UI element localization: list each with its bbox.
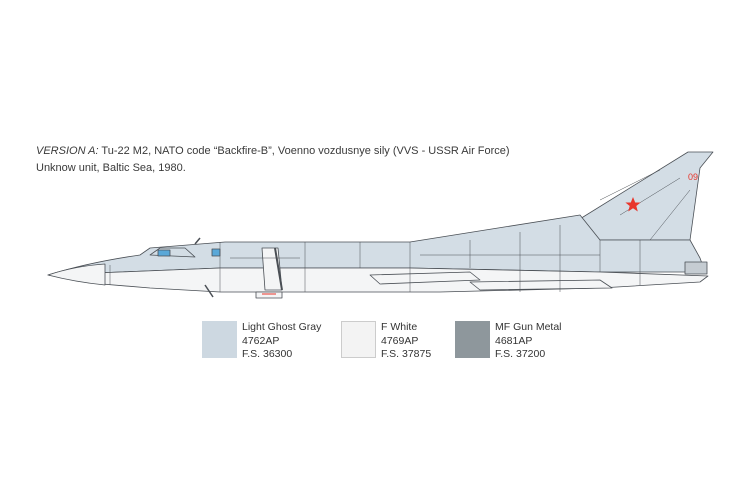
wing-pod [369, 271, 481, 285]
paint-swatch-mf-gun-metal [455, 321, 490, 358]
engine-nozzle [684, 261, 708, 275]
tail-fin [574, 151, 714, 241]
paint-swatch-light-ghost-gray [202, 321, 237, 358]
fuselage-upper [47, 214, 706, 276]
canopy-window [211, 248, 221, 257]
paint-name: MF Gun Metal [495, 321, 562, 333]
paint-name: Light Ghost Gray [242, 321, 322, 333]
red-star-icon [625, 197, 641, 212]
paint-code: 4762AP [242, 334, 280, 347]
wing-pod [469, 279, 613, 291]
paint-label-mf-gun-metal: MF Gun Metal 4681AP F.S. 37200 [495, 321, 562, 362]
underside-panel [255, 291, 283, 299]
paint-code: 4769AP [381, 334, 419, 347]
version-label: VERSION A: [36, 145, 99, 157]
paint-fs-code: F.S. 36300 [242, 348, 293, 360]
caption-line-1: Tu-22 M2, NATO code “Backfire-B”, Voenno… [98, 145, 510, 157]
paint-fs-code: F.S. 37875 [381, 348, 432, 360]
paint-name: F White [381, 321, 418, 333]
paint-code: 4681AP [495, 334, 533, 347]
canopy-window [157, 249, 171, 257]
paint-label-f-white: F White 4769AP F.S. 37875 [381, 321, 431, 362]
tail-number: 09 [688, 172, 698, 182]
caption-line-2: Unknow unit, Baltic Sea, 1980. [36, 162, 186, 174]
paint-swatch-f-white [341, 321, 376, 358]
nose-radome [47, 263, 106, 286]
paint-label-light-ghost-gray: Light Ghost Gray 4762AP F.S. 36300 [242, 321, 321, 362]
version-caption: VERSION A: Tu-22 M2, NATO code “Backfire… [36, 143, 510, 177]
paint-fs-code: F.S. 37200 [495, 348, 546, 360]
